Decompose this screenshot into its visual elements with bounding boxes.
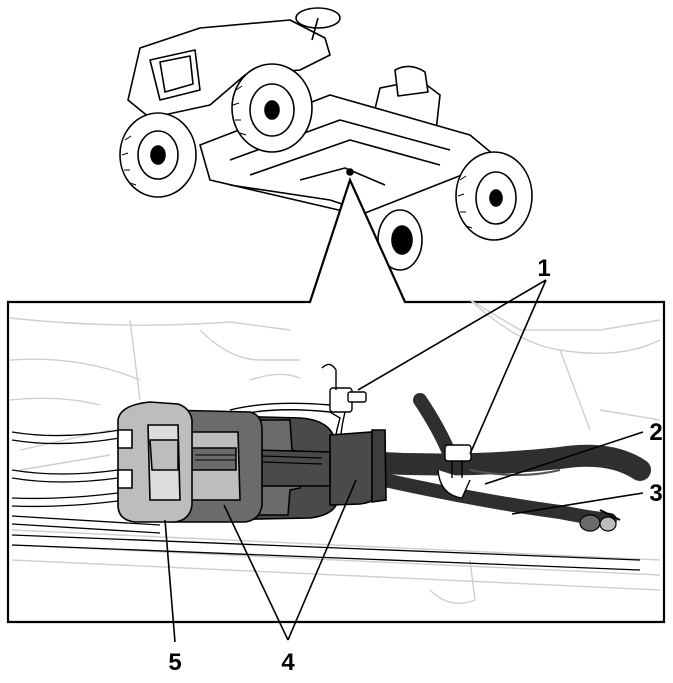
leader-5 [164,519,176,643]
tractor-overview [119,7,533,271]
leader-2 [484,431,644,485]
rear-right-wheel [455,151,533,241]
callout-2: 2 [649,419,662,446]
leader-lines [164,279,644,643]
leader-3 [511,492,644,515]
callout-3: 3 [649,480,662,507]
callout-5: 5 [168,649,181,676]
callout-1: 1 [537,255,550,282]
leader-4a [223,504,289,641]
callout-4: 4 [281,649,295,676]
front-left-wheel [119,112,197,198]
leader-1b [469,279,547,455]
wire-bundle [11,429,641,571]
front-right-wheel [231,63,313,153]
leader-4b [287,479,357,641]
rear-left-wheel [377,209,423,271]
connector-boot [117,401,193,523]
connector-assembly [117,401,387,523]
cable-tie-lower [437,444,472,499]
leader-1a [357,279,547,391]
cable-tie-upper [321,363,367,413]
